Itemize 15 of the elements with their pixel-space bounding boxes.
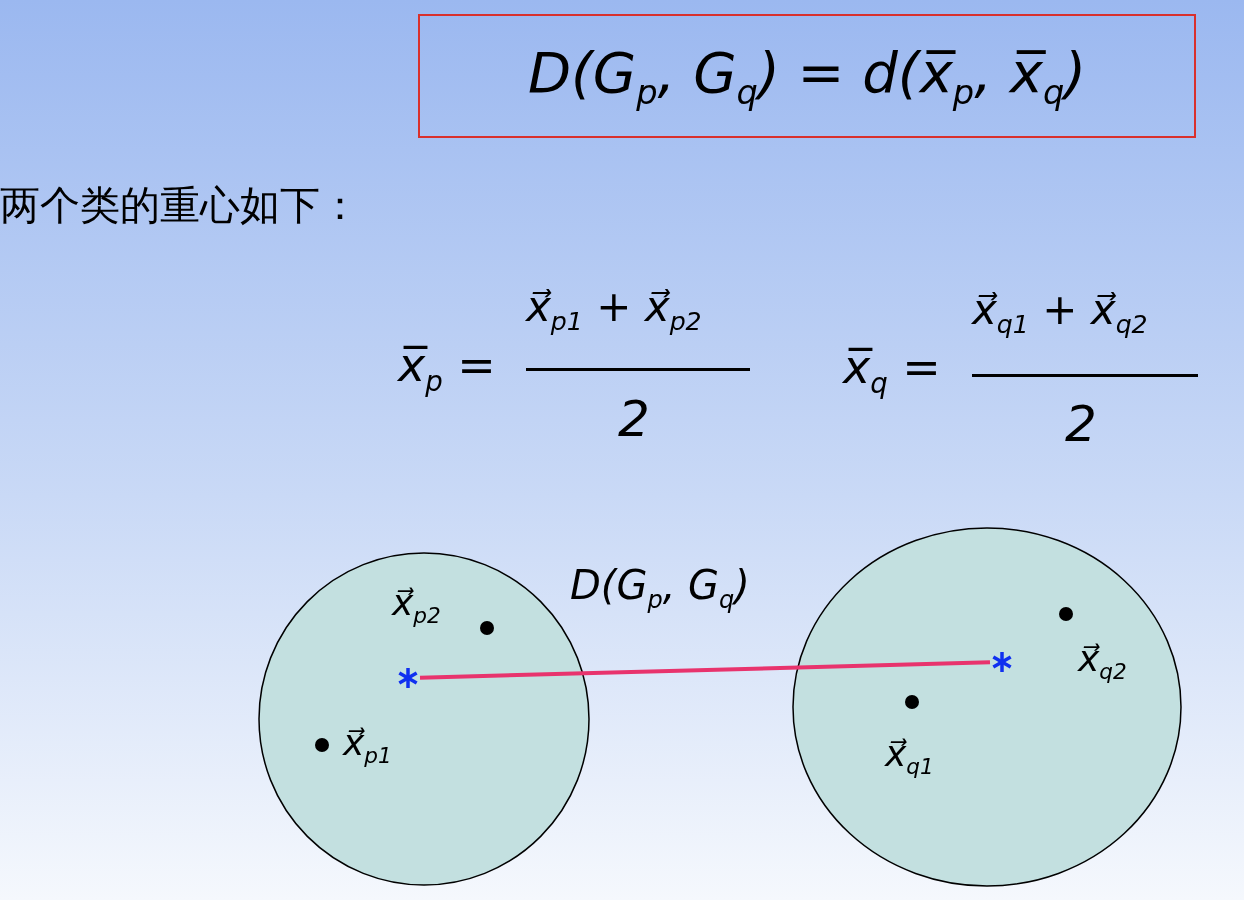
formula-box (418, 14, 1196, 138)
formula-text: x̅$_{p}$ = (398, 338, 496, 399)
formula-text: x⃗$_{p1}$ + x⃗$_{p2}$ (526, 282, 702, 337)
distance-line (419, 660, 991, 680)
formula-text: 2 (618, 390, 650, 448)
edge-label: D(G$_{p}$, G$_{q}$) (570, 562, 750, 615)
formula-text: x⃗$_{q1}$ + x⃗$_{q2}$ (972, 285, 1148, 340)
formula: D(G$_{p}$, G$_{q}$) = d(x̅$_{p}$, x̅$_{q}$) (527, 39, 1087, 113)
point-label: x⃗$_{p2}$ (392, 582, 441, 629)
formula-text: x̅$_{q}$ = (843, 340, 941, 401)
heading-text: 两个类的重心如下： (0, 181, 360, 230)
point-label: x⃗$_{p1}$ (343, 722, 392, 769)
point-label: x⃗$_{q2}$ (1078, 638, 1127, 685)
point-label: x⃗$_{q1}$ (885, 733, 934, 780)
formula-text: 2 (1065, 395, 1097, 453)
